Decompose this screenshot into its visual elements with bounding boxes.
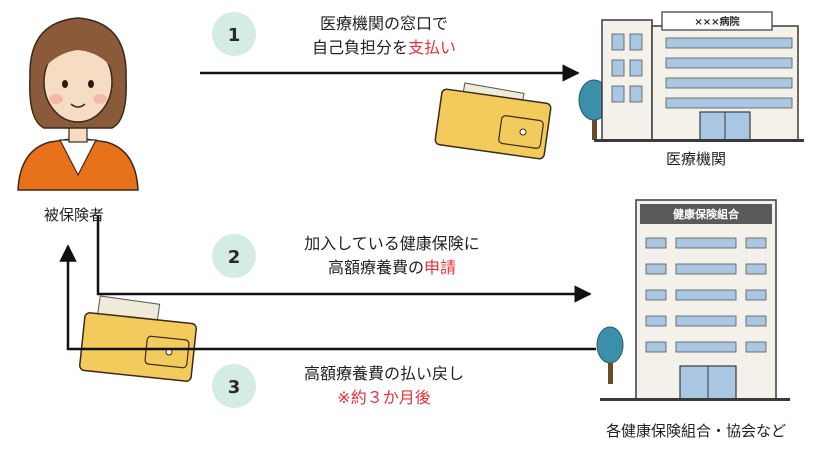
step-1-line2-prefix: 自己負担分を (311, 38, 408, 57)
insured-label: 被保険者 (44, 206, 105, 224)
insurer-sign-text: 健康保険組合 (673, 207, 740, 221)
step-2-description: 加入している健康保険に 高額療養費の申請 (272, 232, 512, 280)
step-1-line2-accent: 支払い (408, 38, 457, 57)
step-3-line1: 高額療養費の払い戻し (303, 364, 464, 383)
step-3-description: 高額療養費の払い戻し ※約３か月後 (274, 362, 494, 410)
step-2-badge: 2 (212, 234, 256, 278)
wallet-illustration-top (434, 82, 552, 160)
arrow-step2-application (96, 215, 592, 303)
insured-person-illustration (17, 17, 139, 191)
arrow-step3-refund (59, 244, 596, 351)
insurer-label: 各健康保険組合・協会など (606, 422, 787, 440)
step-2-line2: 高額療養費の申請 (272, 256, 512, 280)
hospital-sign-text: ×××病院 (694, 15, 739, 28)
step-2-line2-accent: 申請 (424, 258, 457, 277)
hospital-label: 医療機関 (666, 150, 727, 168)
step-1-line1: 医療機関の窓口で (319, 14, 448, 33)
wallet-illustration-bottom (79, 295, 197, 382)
step-1-description: 医療機関の窓口で 自己負担分を支払い (274, 12, 494, 60)
step-1-line2: 自己負担分を支払い (274, 36, 494, 60)
step-3-line2-accent: ※約３か月後 (337, 388, 431, 407)
step-3-number: 3 (228, 377, 241, 398)
step-1-number: 1 (228, 25, 241, 46)
step-2-line1: 加入している健康保険に (304, 234, 480, 253)
hospital-building-illustration (578, 11, 804, 142)
insurer-building-illustration (596, 199, 790, 401)
step-2-number: 2 (228, 247, 241, 268)
step-1-badge: 1 (212, 12, 256, 56)
step-3-line2: ※約３か月後 (274, 386, 494, 410)
step-2-line2-prefix: 高額療養費の (327, 258, 424, 277)
step-3-badge: 3 (212, 364, 256, 408)
